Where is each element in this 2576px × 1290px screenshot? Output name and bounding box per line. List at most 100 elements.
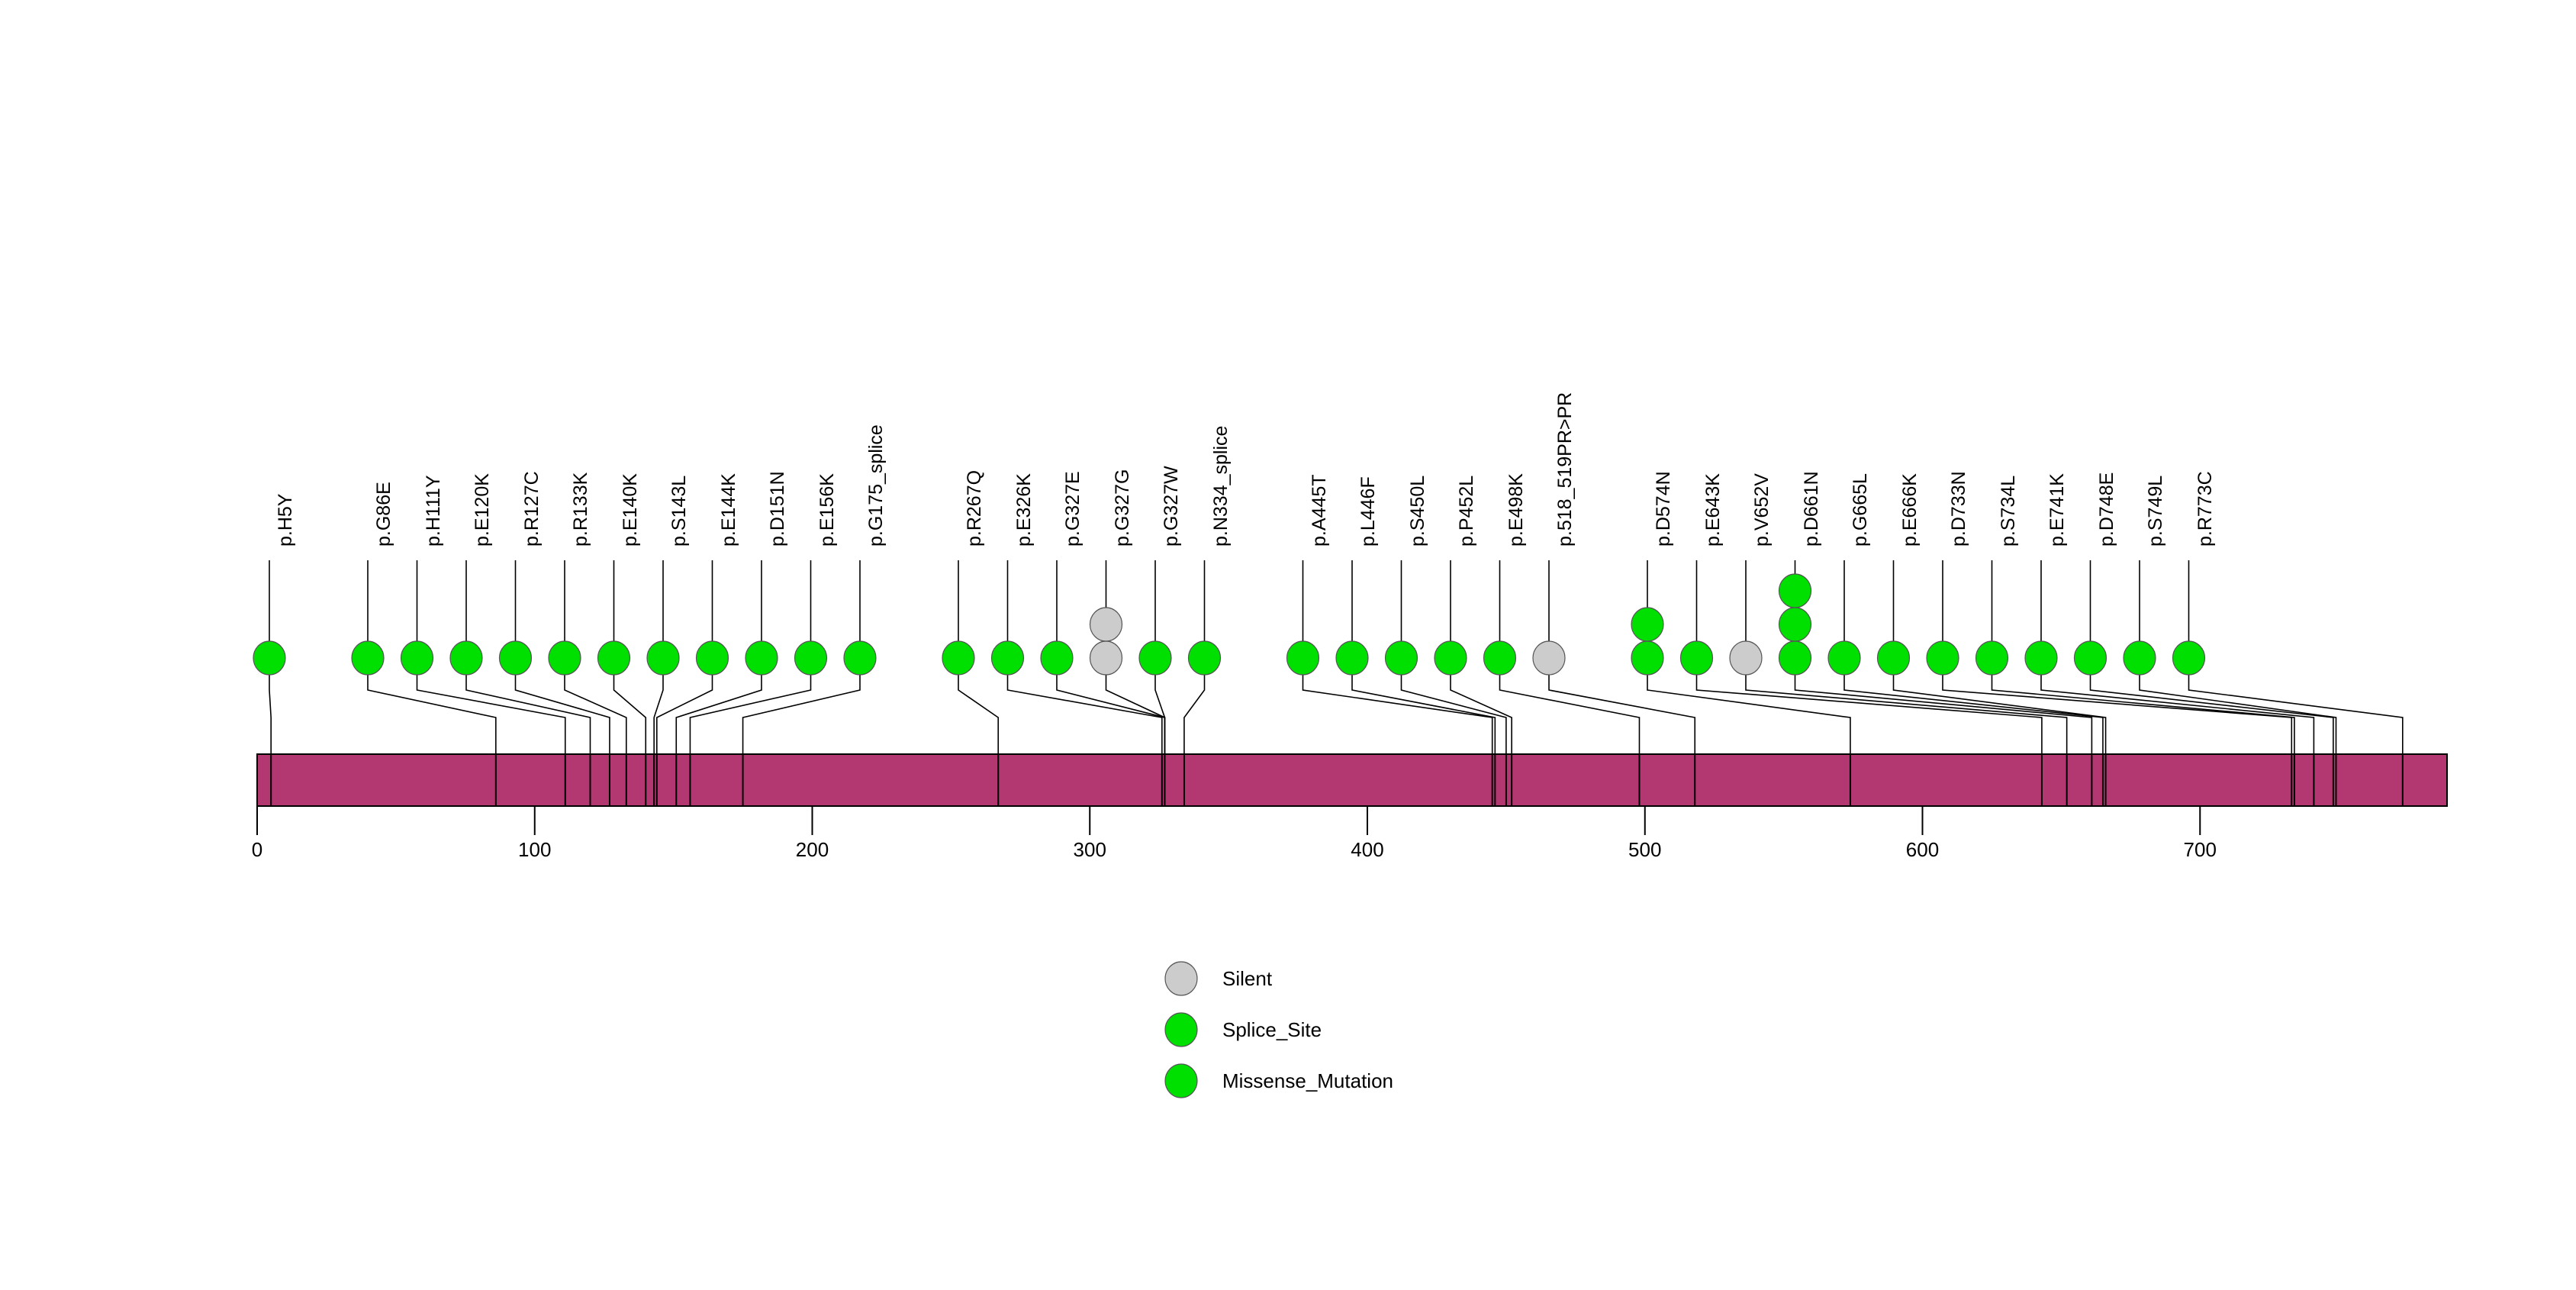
mutation-connector-line: [514, 675, 610, 754]
mutation-marker[interactable]: [1483, 640, 1517, 676]
mutation-connector-line: [689, 675, 812, 754]
mutation-label: p.P452L: [1456, 475, 1477, 547]
mutation-label: p.R267Q: [964, 469, 985, 547]
mutation-marker[interactable]: [2024, 640, 2058, 676]
mutation-marker[interactable]: [990, 640, 1025, 676]
mutation-marker[interactable]: [1089, 607, 1123, 642]
mutation-connector-line: [2089, 675, 2334, 754]
mutation-marker[interactable]: [745, 640, 778, 676]
mutation-marker[interactable]: [1532, 640, 1566, 676]
mutation-connector-line: [1105, 675, 1166, 754]
mutation-label: p.E741K: [2046, 473, 2068, 547]
mutation-connector-line: [653, 675, 664, 754]
mutation-connector-line: [958, 675, 1000, 754]
mutation-connector-line: [416, 675, 566, 754]
mutation-connector-line: [1843, 675, 2104, 754]
mutation-label: p.518_519PR>PR: [1554, 392, 1576, 547]
mutation-marker[interactable]: [1384, 640, 1418, 676]
mutation-connector-line: [564, 675, 627, 754]
mutation-label: p.S734L: [1997, 475, 2019, 547]
mutation-marker[interactable]: [1335, 640, 1369, 676]
mutation-marker[interactable]: [1434, 640, 1467, 676]
mutation-label: p.E326K: [1013, 473, 1035, 547]
mutation-connector-line: [1351, 675, 1496, 754]
protein-domain-bar: [256, 753, 2448, 807]
mutation-marker[interactable]: [646, 640, 680, 676]
mutation-label: p.H111Y: [422, 475, 444, 547]
mutation-label: p.R133K: [570, 472, 591, 547]
mutation-connector-line: [1548, 675, 1696, 754]
mutation-marker[interactable]: [1926, 640, 1959, 676]
mutation-marker[interactable]: [843, 640, 877, 676]
axis-tick-label: 100: [518, 838, 552, 861]
mutation-connector-line: [2040, 675, 2315, 754]
mutation-connector-line: [656, 675, 713, 754]
mutation-connector-line: [1892, 675, 2107, 754]
mutation-marker[interactable]: [1138, 640, 1172, 676]
mutation-connector-line: [2139, 675, 2337, 754]
mutation-marker[interactable]: [1631, 640, 1664, 676]
mutation-connector-line: [1302, 675, 1493, 754]
mutation-marker[interactable]: [1975, 640, 2009, 676]
mutation-marker[interactable]: [1286, 640, 1320, 676]
mutation-marker[interactable]: [1827, 640, 1861, 676]
mutation-marker[interactable]: [2073, 640, 2107, 676]
mutation-marker[interactable]: [449, 640, 483, 676]
mutation-label: p.A445T: [1308, 474, 1330, 547]
mutation-label: p.S450L: [1406, 475, 1428, 547]
mutation-label: p.S749L: [2145, 475, 2166, 547]
mutation-label: p.R773C: [2194, 471, 2216, 547]
mutation-label: p.S143L: [668, 475, 690, 547]
mutation-connector-line: [1942, 675, 2293, 754]
mutation-connector-line: [367, 675, 497, 754]
mutation-connector-line: [613, 675, 647, 754]
mutation-marker[interactable]: [1778, 640, 1812, 676]
mutation-marker[interactable]: [548, 640, 581, 676]
mutation-marker[interactable]: [942, 640, 975, 676]
mutation-marker[interactable]: [351, 640, 385, 676]
mutation-marker[interactable]: [794, 640, 828, 676]
mutation-connector-line: [1006, 675, 1163, 754]
mutation-connector-line: [1794, 675, 2093, 754]
mutation-label: p.V652V: [1751, 473, 1773, 547]
mutation-label: p.E120K: [472, 473, 493, 547]
mutation-label: p.E666K: [1898, 473, 1921, 547]
mutation-marker[interactable]: [400, 640, 434, 676]
mutation-label: p.D151N: [767, 471, 788, 547]
mutation-marker[interactable]: [1729, 640, 1763, 676]
legend-swatch: [1164, 1012, 1198, 1047]
legend-label: Silent: [1222, 967, 1273, 990]
mutation-marker[interactable]: [253, 640, 286, 676]
mutation-marker[interactable]: [1187, 640, 1222, 676]
mutation-connector-line: [1154, 675, 1166, 754]
mutation-label: p.G327W: [1161, 466, 1182, 547]
mutation-label: p.D748E: [2095, 472, 2117, 547]
mutation-marker[interactable]: [597, 640, 631, 676]
legend-swatch: [1164, 1063, 1198, 1098]
mutation-label: p.G327G: [1111, 469, 1133, 547]
mutation-marker[interactable]: [2123, 640, 2156, 676]
axis-tick-label: 200: [795, 838, 829, 861]
mutation-connector-line: [269, 675, 272, 754]
mutation-connector-line: [1400, 675, 1507, 754]
mutation-connector-line: [1056, 675, 1166, 754]
mutation-marker[interactable]: [1040, 640, 1074, 676]
mutation-marker[interactable]: [498, 640, 533, 676]
mutation-label: p.G175_splice: [865, 424, 887, 547]
mutation-marker[interactable]: [695, 640, 729, 676]
mutation-connector-line: [1991, 675, 2295, 754]
mutation-marker[interactable]: [1631, 607, 1664, 642]
mutation-marker[interactable]: [1679, 640, 1714, 676]
mutation-marker[interactable]: [2172, 640, 2206, 676]
axis-tick-label: 400: [1351, 838, 1384, 861]
mutation-label: p.E144K: [717, 473, 739, 547]
mutation-connector-line: [1499, 675, 1641, 754]
mutation-marker[interactable]: [1778, 573, 1812, 608]
mutation-label: p.E140K: [619, 473, 641, 547]
mutation-marker[interactable]: [1876, 640, 1911, 676]
legend-label: Splice_Site: [1222, 1018, 1322, 1041]
mutation-marker[interactable]: [1778, 607, 1812, 642]
mutation-marker[interactable]: [1089, 640, 1123, 676]
